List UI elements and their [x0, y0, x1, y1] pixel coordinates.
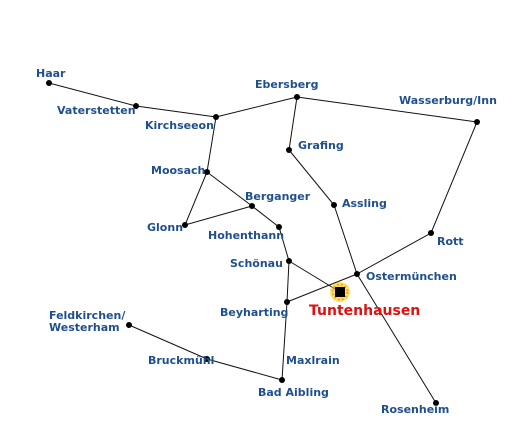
route-haar-ebersberg: [48, 82, 298, 118]
label-ostermuenchen: Ostermünchen: [366, 270, 457, 283]
label-bad-aibling: Bad Aibling: [258, 386, 329, 399]
label-berganger: Berganger: [245, 190, 311, 203]
node-rosenheim[interactable]: [433, 400, 439, 406]
route-ebersberg-wasserburg: [296, 96, 478, 123]
node-kirchseeon[interactable]: [213, 114, 219, 120]
node-rott[interactable]: [428, 230, 434, 236]
route-moosach-berganger: [206, 171, 253, 207]
node-bad-aibling[interactable]: [279, 377, 285, 383]
label-bruckmuehl: Bruckmühl: [148, 354, 214, 367]
node-feldkirchen[interactable]: [126, 322, 132, 328]
node-grafing[interactable]: [286, 147, 292, 153]
node-beyharting[interactable]: [284, 299, 290, 305]
label-grafing: Grafing: [298, 139, 344, 152]
route-grafing-rosenheim: [288, 149, 437, 404]
node-haar[interactable]: [46, 80, 52, 86]
label-assling: Assling: [342, 197, 387, 210]
label-hohenthann: Hohenthann: [208, 229, 284, 242]
label-kirchseeon: Kirchseeon: [145, 119, 214, 132]
label-schoenau: Schönau: [230, 257, 283, 270]
label-feldkirchen-line2: Westerham: [49, 321, 120, 334]
node-wasserburg[interactable]: [474, 119, 480, 125]
node-glonn[interactable]: [182, 222, 188, 228]
node-assling[interactable]: [331, 202, 337, 208]
node-bruckmuehl[interactable]: [204, 356, 210, 362]
node-berganger[interactable]: [249, 203, 255, 209]
route-kirchseeon-moosach-glonn: [184, 116, 253, 226]
station-square-icon[interactable]: [330, 282, 350, 302]
label-rott: Rott: [437, 235, 464, 248]
label-tuntenhausen: Tuntenhausen: [309, 303, 420, 319]
label-maxlrain: Maxlrain: [286, 354, 340, 367]
route-ebersberg-grafing: [288, 96, 298, 151]
label-ebersberg: Ebersberg: [255, 78, 318, 91]
label-wasserburg: Wasserburg/Inn: [399, 94, 497, 107]
node-ostermuenchen[interactable]: [354, 271, 360, 277]
node-moosach[interactable]: [204, 169, 210, 175]
label-feldkirchen-line1: Feldkirchen/: [49, 309, 126, 322]
label-vaterstetten: Vaterstetten: [57, 104, 136, 117]
route-beyharting-ostermuenchen: [286, 273, 358, 303]
node-ebersberg[interactable]: [294, 94, 300, 100]
place-labels: Haar Vaterstetten Kirchseeon Ebersberg W…: [36, 67, 497, 416]
route-lines: [48, 82, 478, 404]
label-beyharting: Beyharting: [220, 306, 288, 319]
station-nodes: [46, 80, 480, 406]
route-feldkirchen-bad-aibling: [128, 324, 283, 381]
node-vaterstetten[interactable]: [133, 103, 139, 109]
label-haar: Haar: [36, 67, 66, 80]
node-hohenthann[interactable]: [276, 224, 282, 230]
label-glonn: Glonn: [147, 221, 183, 234]
node-schoenau[interactable]: [286, 258, 292, 264]
label-rosenheim: Rosenheim: [381, 403, 449, 416]
label-moosach: Moosach: [151, 164, 205, 177]
